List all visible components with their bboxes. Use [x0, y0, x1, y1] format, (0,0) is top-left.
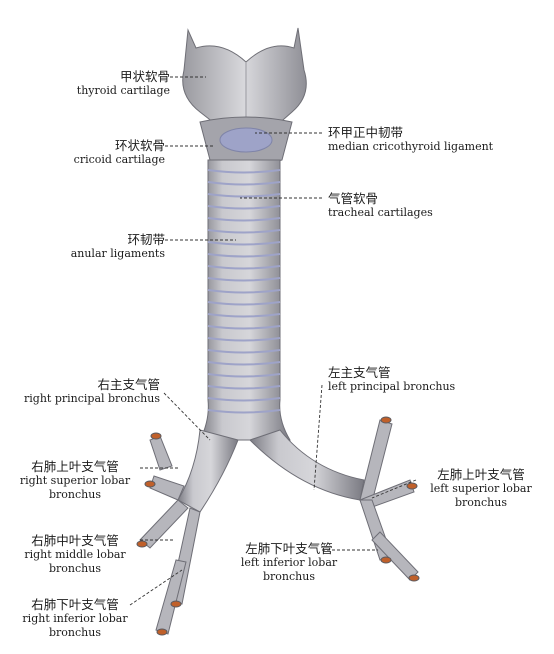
- label-en-line1: left inferior lobar: [240, 556, 338, 569]
- label-median-cricothyroid-ligament: 环甲正中韧带 median cricothyroid ligament: [328, 126, 493, 154]
- label-en-line1: right middle lobar: [24, 548, 126, 561]
- label-en: median cricothyroid ligament: [328, 140, 494, 153]
- anular-ligament-line: [207, 277, 281, 282]
- label-thyroid-cartilage: 甲状软骨 thyroid cartilage: [70, 70, 170, 98]
- anular-ligament-line: [207, 229, 281, 234]
- anular-ligament-line: [207, 205, 281, 210]
- left-lobar-bronchi: [359, 419, 419, 581]
- label-zh: 左主支气管: [328, 365, 391, 380]
- label-en: tracheal cartilages: [328, 206, 433, 219]
- label-zh: 左肺上叶支气管: [437, 467, 525, 482]
- label-en: thyroid cartilage: [76, 84, 170, 97]
- label-en-line2: bronchus: [49, 626, 101, 639]
- anular-ligament-line: [207, 337, 281, 342]
- label-en-line2: bronchus: [263, 570, 315, 583]
- label-en-line1: left superior lobar: [430, 482, 532, 495]
- anular-ligament-line: [207, 313, 281, 318]
- leader-lines: [129, 76, 417, 606]
- label-anular-ligaments: 环韧带 anular ligaments: [55, 233, 165, 261]
- anular-ligament-line: [207, 265, 281, 270]
- label-en-line2: bronchus: [49, 488, 101, 501]
- label-en: cricoid cartilage: [73, 153, 165, 166]
- anular-ligament-line: [207, 289, 281, 294]
- label-right-inferior-lobar-bronchus: 右肺下叶支气管 right inferior lobar bronchus: [10, 598, 140, 640]
- anular-ligament-line: [207, 409, 281, 414]
- label-zh: 右肺下叶支气管: [31, 597, 119, 612]
- label-zh: 右肺中叶支气管: [31, 533, 119, 548]
- trachea: [199, 159, 291, 441]
- thyroid-cartilage: [182, 27, 307, 127]
- anular-ligament-line: [207, 181, 281, 186]
- label-zh: 右肺上叶支气管: [31, 459, 119, 474]
- anular-ligament-line: [207, 241, 281, 246]
- anular-ligament-line: [207, 253, 281, 258]
- bronchus-tips: [136, 416, 420, 636]
- label-zh: 环甲正中韧带: [328, 125, 404, 140]
- label-zh: 左肺下叶支气管: [245, 541, 333, 556]
- anular-ligament-line: [207, 193, 281, 198]
- label-en-line2: bronchus: [455, 496, 507, 509]
- anular-ligament-line: [207, 349, 281, 354]
- label-zh: 右主支气管: [97, 377, 160, 392]
- left-principal-bronchus: [249, 429, 365, 501]
- cricoid-cartilage: [199, 116, 293, 166]
- label-en-line2: bronchus: [49, 562, 101, 575]
- label-en: left principal bronchus: [328, 380, 456, 393]
- anular-ligament-line: [207, 397, 281, 402]
- label-en: anular ligaments: [70, 247, 165, 260]
- anular-ligament-line: [207, 361, 281, 366]
- label-en-line1: right inferior lobar: [22, 612, 128, 625]
- anular-ligament-line: [207, 169, 281, 174]
- anular-ligament-line: [207, 325, 281, 330]
- label-right-superior-lobar-bronchus: 右肺上叶支气管 right superior lobar bronchus: [10, 460, 140, 502]
- label-en-line1: right superior lobar: [19, 474, 131, 487]
- label-zh: 气管软骨: [328, 191, 379, 206]
- label-left-inferior-lobar-bronchus: 左肺下叶支气管 left inferior lobar bronchus: [224, 542, 354, 584]
- label-left-principal-bronchus: 左主支气管 left principal bronchus: [328, 366, 455, 394]
- right-principal-bronchus: [177, 429, 239, 513]
- label-right-principal-bronchus: 右主支气管 right principal bronchus: [20, 378, 160, 406]
- anular-ligament-line: [207, 301, 281, 306]
- label-zh: 环韧带: [127, 232, 165, 247]
- label-zh: 环状软骨: [114, 138, 165, 153]
- label-en: right principal bronchus: [24, 392, 160, 405]
- right-lobar-bronchi: [139, 435, 201, 635]
- label-left-superior-lobar-bronchus: 左肺上叶支气管 left superior lobar bronchus: [416, 468, 546, 510]
- label-tracheal-cartilages: 气管软骨 tracheal cartilages: [328, 192, 433, 220]
- label-right-middle-lobar-bronchus: 右肺中叶支气管 right middle lobar bronchus: [10, 534, 140, 576]
- label-zh: 甲状软骨: [119, 69, 170, 84]
- label-cricoid-cartilage: 环状软骨 cricoid cartilage: [60, 139, 165, 167]
- anular-ligament-line: [207, 217, 281, 222]
- anular-ligament-line: [207, 373, 281, 378]
- anular-ligament-line: [207, 385, 281, 390]
